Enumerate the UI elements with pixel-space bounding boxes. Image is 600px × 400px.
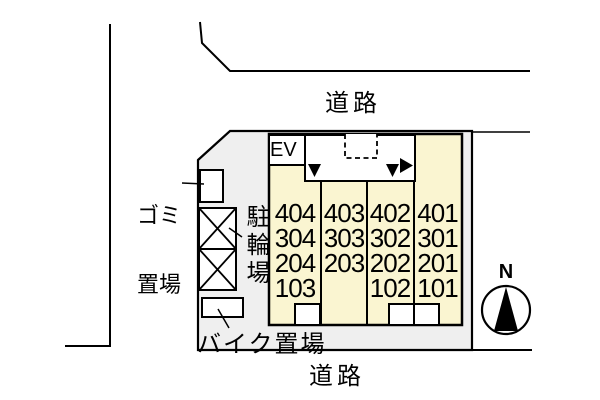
- unit-103: 103: [274, 273, 316, 303]
- unit-303: 303: [323, 223, 365, 253]
- unit-204: 204: [274, 248, 316, 278]
- elevator-box: [268, 134, 306, 166]
- unit-402: 402: [369, 198, 411, 228]
- road-label-top: 道路: [325, 90, 381, 117]
- bicycle-leader-line: [228, 227, 243, 238]
- garbage-label-line2: 置場: [136, 272, 181, 297]
- entrance-box-103: [294, 303, 321, 326]
- garbage-area-box: [199, 169, 224, 203]
- right-arrow-icon: [400, 158, 413, 173]
- bike-parking-label: バイク置場: [197, 331, 327, 358]
- road-left-boundary-line: [65, 24, 111, 347]
- compass-north-label: N: [498, 261, 514, 283]
- unit-102: 102: [369, 273, 411, 303]
- unit-202: 202: [369, 248, 411, 278]
- down-arrow-icon: [308, 164, 321, 177]
- down-arrow-icon: [386, 164, 399, 177]
- bicycle-parking-boxes: [198, 207, 237, 291]
- unit-201: 201: [417, 248, 458, 278]
- elevator-label: EV: [270, 139, 297, 161]
- bike-parking-box: [201, 297, 244, 318]
- unit-302: 302: [369, 223, 411, 253]
- unit-203: 203: [323, 248, 365, 278]
- bicycle-parking-label: 駐輪場: [242, 204, 269, 288]
- unit-401: 401: [417, 198, 458, 228]
- road-top-boundary-line: [199, 21, 530, 72]
- garbage-label-line1: ゴミ: [136, 203, 181, 228]
- stairwell-dashed-box: [344, 134, 378, 159]
- unit-403: 403: [323, 198, 365, 228]
- garbage-area-label: ゴミ 置場: [116, 158, 181, 342]
- entrance-box-102: [388, 303, 415, 326]
- unit-304: 304: [274, 223, 316, 253]
- unit-404: 404: [274, 198, 316, 228]
- unit-empty: [321, 276, 367, 301]
- road-label-bottom: 道路: [309, 363, 365, 390]
- compass-icon: [480, 284, 532, 336]
- garbage-leader-line: [181, 182, 205, 185]
- unit-101: 101: [417, 273, 458, 303]
- unit-301: 301: [417, 223, 458, 253]
- entrance-box-101: [413, 303, 440, 326]
- bike-leader-line: [217, 308, 230, 329]
